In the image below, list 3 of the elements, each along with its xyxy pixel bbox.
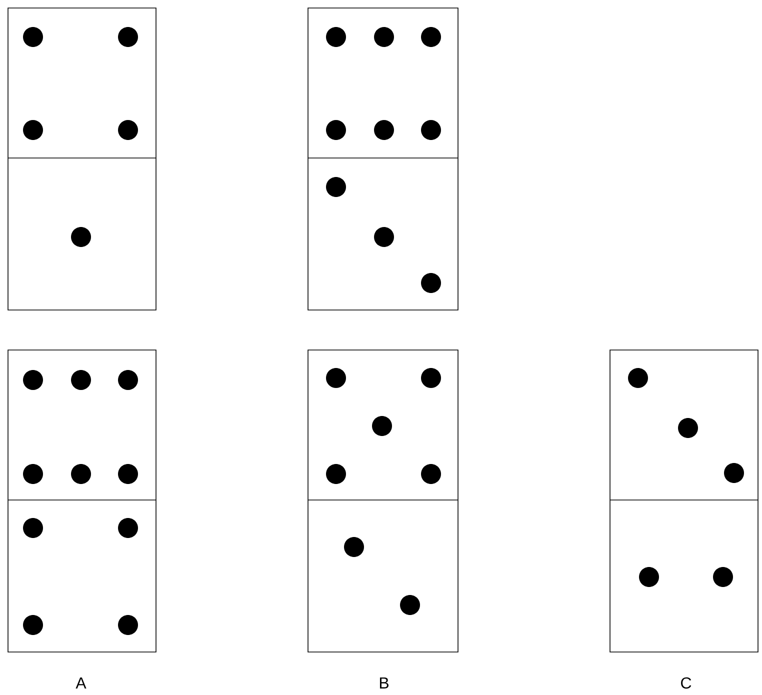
option-label: C [681,677,692,689]
option-label: A [76,678,86,688]
option-label: B [380,678,388,688]
